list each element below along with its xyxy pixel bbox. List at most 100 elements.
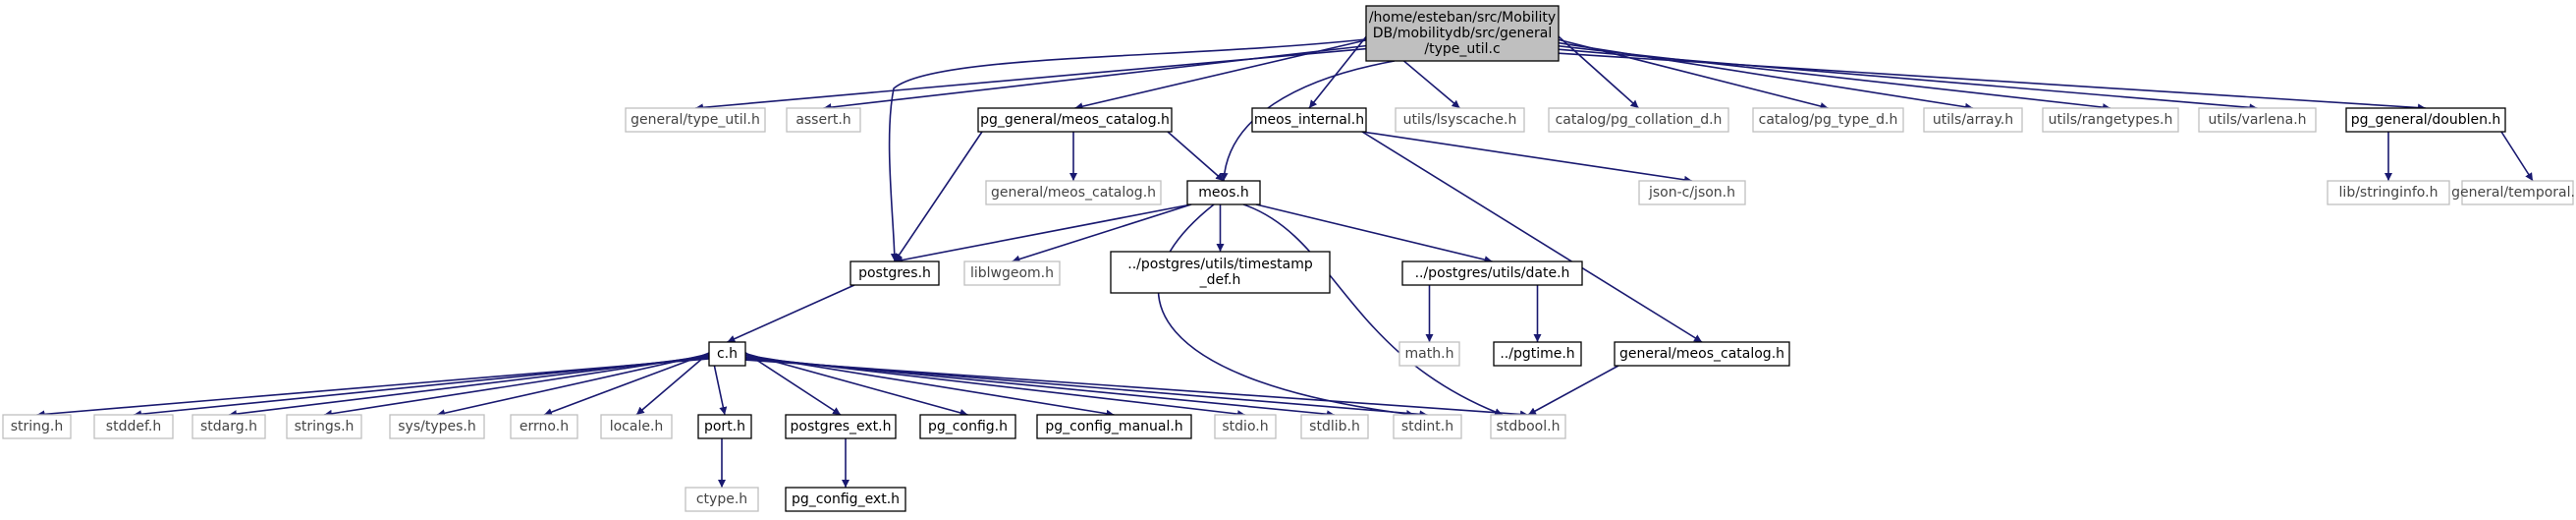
edge-meos-h-to-stdbool-h bbox=[1242, 203, 1504, 416]
node-errno-h: errno.h bbox=[510, 414, 578, 439]
edge-meos-h-to-liblwgeom-h bbox=[1012, 203, 1192, 263]
node-box bbox=[850, 260, 940, 286]
edge-pg-general-meos-catalog-h-to-meos-h bbox=[1167, 131, 1225, 182]
node-box bbox=[1395, 107, 1525, 133]
node-label: meos_internal.h bbox=[1254, 112, 1364, 128]
node-label: port.h bbox=[704, 419, 745, 434]
node-label: json-c/json.h bbox=[1648, 185, 1735, 201]
node-box bbox=[2327, 180, 2450, 205]
node-box bbox=[1752, 107, 1904, 133]
edge-root-to-utils-varlena-h bbox=[1556, 48, 2258, 112]
node-box bbox=[2198, 107, 2317, 133]
edge-meos-h-to-stdint-h bbox=[1157, 203, 1415, 418]
node-sys-types-h: sys/types.h bbox=[389, 414, 485, 439]
node-label: /home/esteban/src/Mobility bbox=[1369, 10, 1556, 26]
node-label: meos.h bbox=[1198, 185, 1248, 201]
edge-c-h-to-sys-types-h bbox=[436, 352, 712, 418]
node-port-h[interactable]: port.h bbox=[697, 414, 752, 439]
node-postgres-utils-timestamp-def-h[interactable]: ../postgres/utils/timestamp_def.h bbox=[1110, 251, 1331, 294]
node-meos-internal-h[interactable]: meos_internal.h bbox=[1251, 107, 1367, 133]
node-label: lib/stringinfo.h bbox=[2339, 185, 2439, 201]
node-box bbox=[785, 414, 897, 439]
node-postgres-h[interactable]: postgres.h bbox=[850, 260, 940, 286]
node-box bbox=[1036, 414, 1192, 439]
node-box bbox=[708, 341, 746, 367]
node-general-meos-catalog-h[interactable]: general/meos_catalog.h bbox=[1614, 341, 1790, 367]
node-box bbox=[1393, 414, 1462, 439]
node-label: utils/lsyscache.h bbox=[1403, 112, 1517, 128]
node-postgres-ext-h[interactable]: postgres_ext.h bbox=[785, 414, 897, 439]
node-label: pg_config_manual.h bbox=[1045, 419, 1182, 434]
node-label: stdbool.h bbox=[1497, 419, 1561, 434]
node-stdint-h: stdint.h bbox=[1393, 414, 1462, 439]
node-box bbox=[919, 414, 1016, 439]
node-pg-config-manual-h[interactable]: pg_config_manual.h bbox=[1036, 414, 1192, 439]
node-pgtime-h[interactable]: ../pgtime.h bbox=[1493, 341, 1582, 367]
node-label: ctype.h bbox=[696, 491, 747, 507]
node-pg-general-doublen-h[interactable]: pg_general/doublen.h bbox=[2345, 107, 2506, 133]
edge-c-h-to-errno-h bbox=[543, 351, 712, 416]
node-label: _def.h bbox=[1199, 272, 1241, 288]
node-utils-lsyscache-h: utils/lsyscache.h bbox=[1395, 107, 1525, 133]
node-box bbox=[600, 414, 673, 439]
node-label: stdarg.h bbox=[200, 419, 257, 434]
node-label: postgres.h bbox=[858, 265, 931, 281]
node-math-h: math.h bbox=[1398, 341, 1460, 367]
node-box bbox=[1398, 341, 1460, 367]
node-stddef-h: stddef.h bbox=[93, 414, 174, 439]
node-utils-varlena-h: utils/varlena.h bbox=[2198, 107, 2317, 133]
node-json-c-json-h: json-c/json.h bbox=[1638, 180, 1746, 205]
node-label: general/meos_catalog.h bbox=[1619, 346, 1784, 362]
node-root[interactable]: /home/esteban/src/MobilityDB/mobilitydb/… bbox=[1365, 5, 1560, 62]
node-lib-stringinfo-h: lib/stringinfo.h bbox=[2327, 180, 2450, 205]
node-stdlib-h: stdlib.h bbox=[1300, 414, 1369, 439]
edge-c-h-to-stdarg-h bbox=[228, 355, 712, 419]
node-stdio-h: stdio.h bbox=[1214, 414, 1277, 439]
node-pg-config-ext-h[interactable]: pg_config_ext.h bbox=[785, 487, 906, 512]
node-box bbox=[785, 487, 906, 512]
node-label: stdlib.h bbox=[1309, 419, 1360, 434]
node-pg-config-h[interactable]: pg_config.h bbox=[919, 414, 1016, 439]
node-box bbox=[93, 414, 174, 439]
node-label: strings.h bbox=[295, 419, 355, 434]
node-box bbox=[1548, 107, 1729, 133]
node-box bbox=[286, 414, 362, 439]
edge-root-to-assert-h bbox=[823, 44, 1369, 112]
edge-root-to-catalog-pg-collation-d-h bbox=[1556, 33, 1640, 109]
node-strings-h: strings.h bbox=[286, 414, 362, 439]
node-label: pg_config.h bbox=[928, 419, 1008, 434]
include-edges bbox=[36, 29, 2534, 488]
node-label: utils/varlena.h bbox=[2208, 112, 2306, 128]
node-label: liblwgeom.h bbox=[970, 265, 1054, 281]
node-box bbox=[697, 414, 752, 439]
node-label: assert.h bbox=[795, 112, 850, 128]
node-c-h[interactable]: c.h bbox=[708, 341, 746, 367]
node-general-meos-catalog-h-ext: general/meos_catalog.h bbox=[985, 180, 1162, 205]
node-box bbox=[1251, 107, 1367, 133]
edge-root-to-postgres-h bbox=[888, 38, 1367, 262]
node-label: postgres_ext.h bbox=[791, 419, 892, 434]
node-utils-rangetypes-h: utils/rangetypes.h bbox=[2042, 107, 2179, 133]
node-box bbox=[1110, 251, 1331, 294]
node-meos-h[interactable]: meos.h bbox=[1186, 180, 1261, 205]
node-label: catalog/pg_collation_d.h bbox=[1556, 112, 1723, 128]
edge-postgres-h-to-c-h bbox=[727, 284, 855, 343]
edge-root-to-utils-rangetypes-h bbox=[1556, 44, 2111, 112]
edge-meos-internal-h-to-general-meos-catalog-h bbox=[1361, 131, 1703, 343]
node-postgres-utils-date-h[interactable]: ../postgres/utils/date.h bbox=[1401, 260, 1583, 286]
node-stdbool-h: stdbool.h bbox=[1490, 414, 1566, 439]
node-label: catalog/pg_type_d.h bbox=[1759, 112, 1898, 128]
node-box bbox=[1638, 180, 1746, 205]
node-catalog-pg-collation-d-h: catalog/pg_collation_d.h bbox=[1548, 107, 1729, 133]
node-label: /type_util.c bbox=[1424, 41, 1500, 57]
node-pg-general-meos-catalog-h[interactable]: pg_general/meos_catalog.h bbox=[977, 107, 1173, 133]
edge-root-to-pg-general-meos-catalog-h bbox=[1074, 38, 1369, 111]
header-nodes: /home/esteban/src/MobilityDB/mobilitydb/… bbox=[2, 5, 2576, 512]
edge-meos-internal-h-to-json-c-json-h bbox=[1361, 131, 1693, 184]
edge-c-h-to-postgres-ext-h bbox=[742, 350, 842, 416]
edge-c-h-to-strings-h bbox=[323, 354, 712, 418]
node-box bbox=[977, 107, 1173, 133]
node-label: string.h bbox=[11, 419, 64, 434]
node-general-temporal-h: general/temporal.h bbox=[2451, 180, 2576, 205]
